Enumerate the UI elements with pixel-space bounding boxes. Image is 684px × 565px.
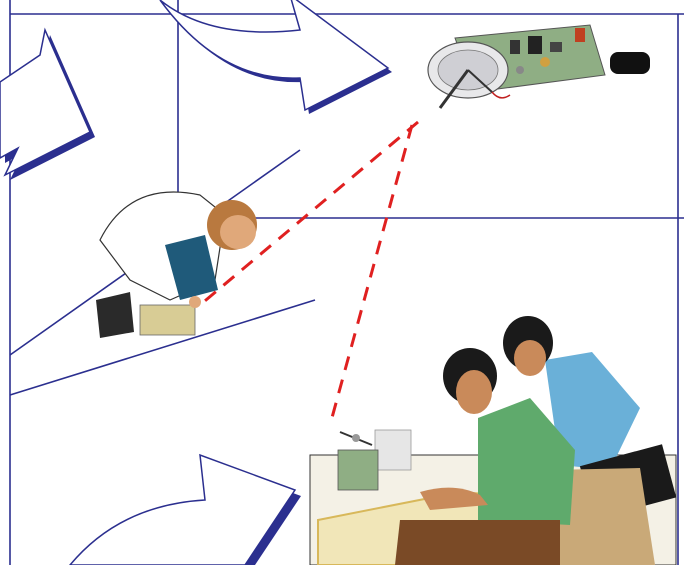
radar-dish-circuit-board-icon (428, 25, 650, 108)
engineer-overhead-icon (96, 192, 257, 338)
arrow-bottom-center (70, 455, 301, 565)
arrow-top-center (160, 0, 392, 114)
signal-path-lines (200, 122, 418, 425)
arrow-left-upper (0, 30, 95, 180)
workstation-with-two-engineers-icon (310, 316, 676, 565)
